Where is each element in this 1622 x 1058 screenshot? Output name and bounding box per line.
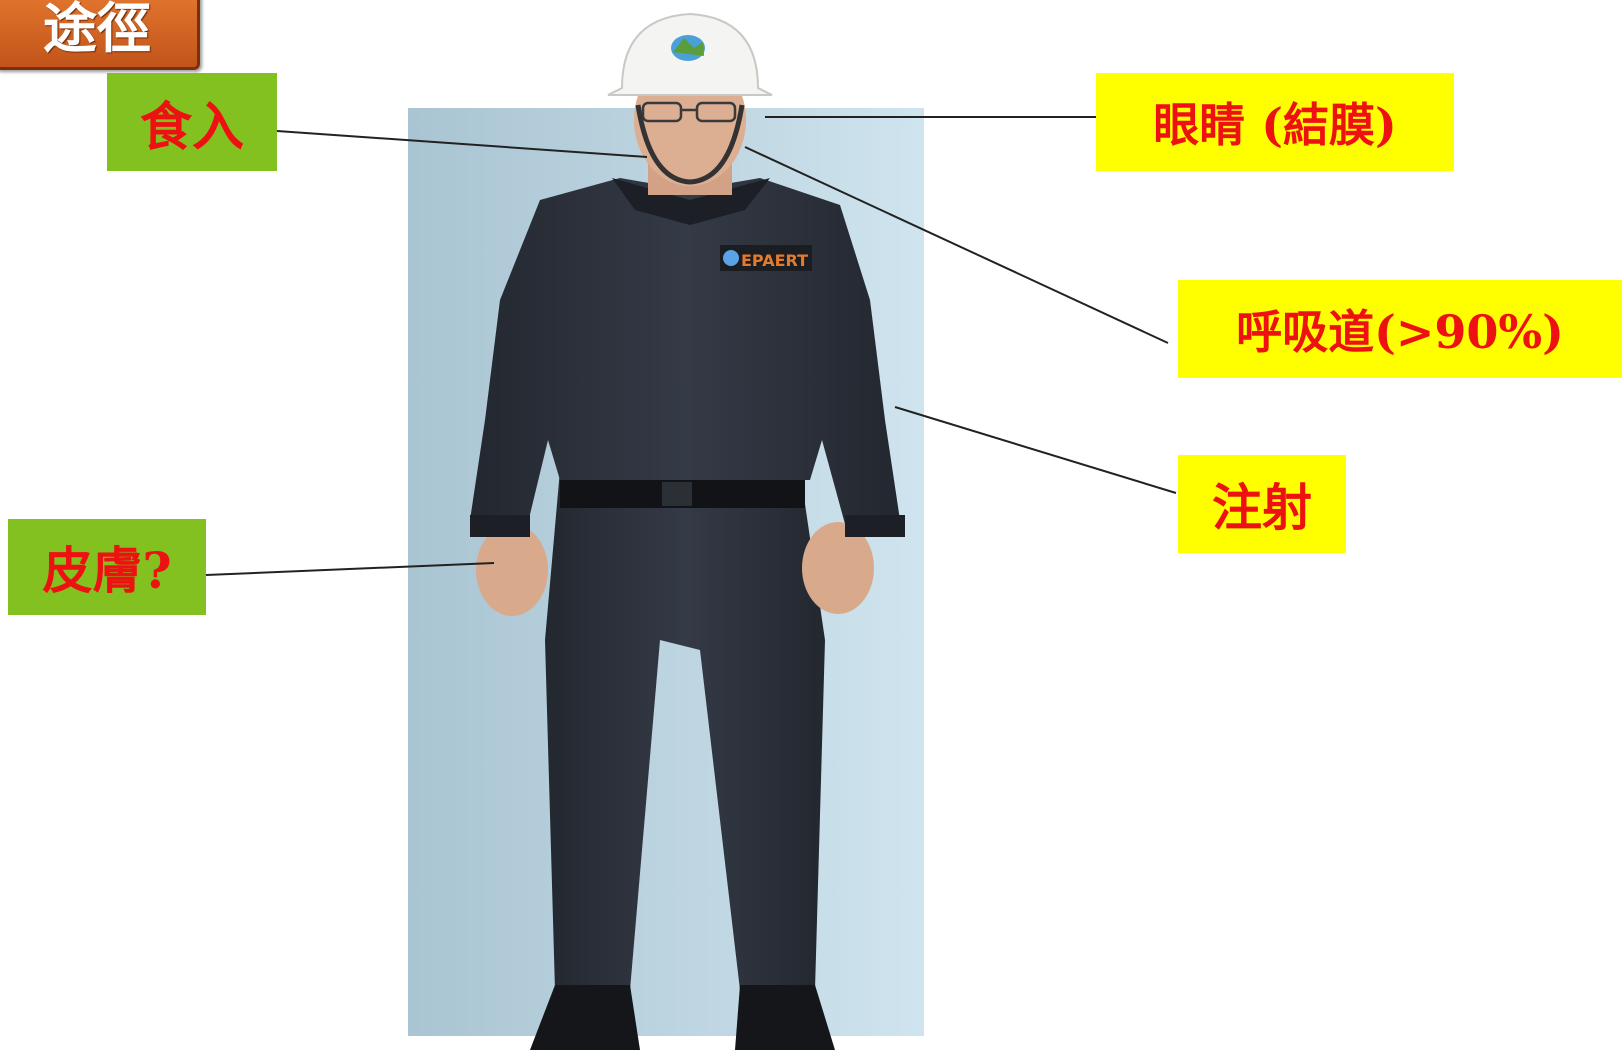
badge-text: EPAERT xyxy=(741,251,808,270)
trousers xyxy=(545,470,825,990)
pointer-ingestion xyxy=(276,130,648,158)
right-boot xyxy=(735,985,835,1050)
right-hand xyxy=(802,522,874,614)
label-ingestion: 食入 xyxy=(107,73,277,171)
label-eyes: 眼睛 (結膜) xyxy=(1096,73,1454,171)
left-hand xyxy=(476,524,548,616)
pointer-respiratory xyxy=(744,146,1169,344)
pointer-skin xyxy=(205,562,495,576)
left-boot xyxy=(530,985,640,1050)
pointer-injection xyxy=(894,406,1177,494)
page-title: 途徑 xyxy=(0,0,200,70)
label-skin: 皮膚? xyxy=(8,519,206,615)
label-respiratory: 呼吸道(>90%) xyxy=(1178,280,1622,378)
label-injection: 注射 xyxy=(1178,455,1346,553)
